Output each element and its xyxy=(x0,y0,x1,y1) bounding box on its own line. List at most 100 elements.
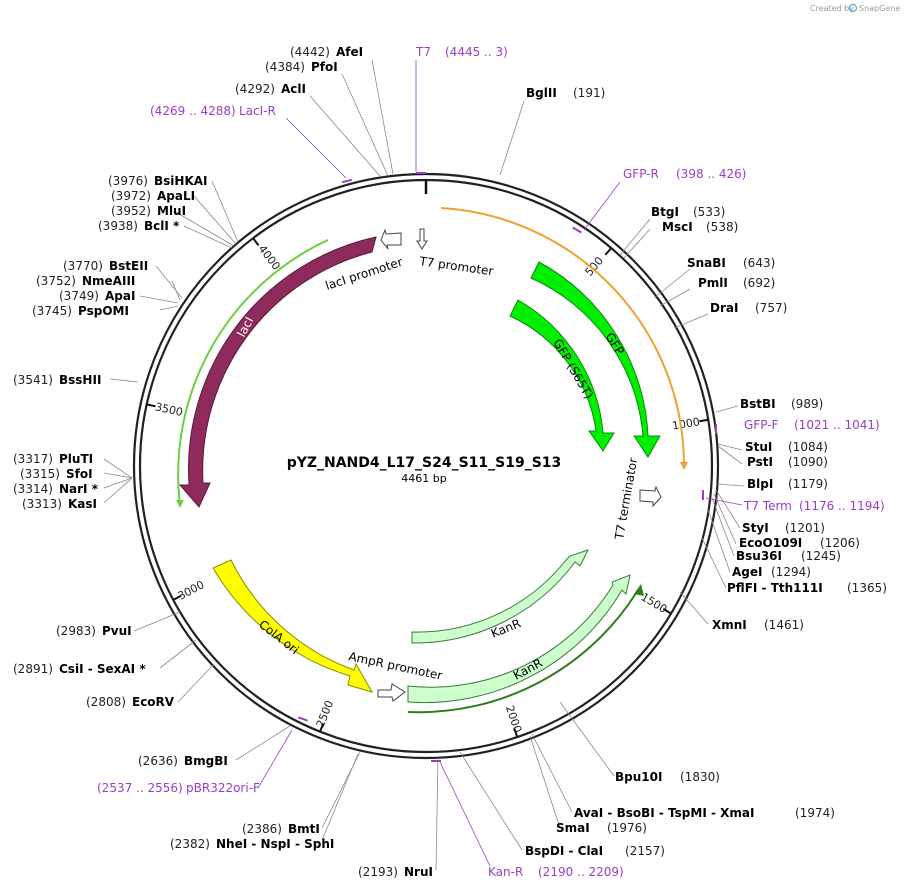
site-pos-bspdi-clai: (2157) xyxy=(625,844,665,858)
credit-prefix: Created by xyxy=(810,4,854,13)
site-name-stui: StuI xyxy=(745,440,772,454)
primer-range-kan-r: (2190 .. 2209) xyxy=(538,865,624,879)
site-pos-msci: (538) xyxy=(706,220,738,234)
site-name-acli: AclI xyxy=(281,82,306,96)
tick-mark xyxy=(252,237,260,246)
snapgene-credit: Created by SnapGene xyxy=(810,3,900,13)
site-name-psti: PstI xyxy=(747,455,773,469)
site-name-drai: DraI xyxy=(710,301,738,315)
site-pos-pluti: (3317) xyxy=(13,452,53,466)
tick-mark xyxy=(172,594,182,601)
primer-name-t7-term: T7 Term xyxy=(743,499,792,513)
site-name-ecoo109i: EcoO109I xyxy=(739,536,802,550)
tick-label: 3000 xyxy=(176,578,207,603)
site-pos-ecorv: (2808) xyxy=(86,695,126,709)
site-name-snabi: SnaBI xyxy=(687,256,726,270)
site-name-pfoi: PfoI xyxy=(311,60,338,74)
primer-range-t7: (4445 .. 3) xyxy=(445,45,508,59)
site-pos-agei: (1294) xyxy=(771,565,811,579)
site-pos-pflfi-tth111i: (1365) xyxy=(847,581,887,595)
credit-brand: SnapGene xyxy=(859,4,900,13)
site-pos-smai: (1976) xyxy=(607,821,647,835)
site-name-bmgbi: BmgBI xyxy=(184,754,228,768)
site-pos-apali: (3972) xyxy=(111,189,151,203)
site-pos-kasi: (3313) xyxy=(22,497,62,511)
site-pos-bpu10i: (1830) xyxy=(680,770,720,784)
site-pos-psti: (1090) xyxy=(788,455,828,469)
site-pos-bsshii: (3541) xyxy=(13,373,53,387)
site-pos-pmli: (692) xyxy=(743,276,775,290)
gfp-feature xyxy=(530,261,661,458)
primer-name-kan-r: Kan-R xyxy=(488,865,523,879)
site-name-pvui: PvuI xyxy=(102,624,132,638)
site-pos-drai: (757) xyxy=(755,301,787,315)
t7-promoter-feature xyxy=(416,228,428,250)
tick-label: 1000 xyxy=(671,415,701,432)
site-name-bspdi-clai: BspDI - ClaI xyxy=(525,844,603,858)
gfp-s65t-label: GFP (S65T) xyxy=(550,337,596,402)
site-name-bglii: BglII xyxy=(526,86,557,100)
site-pos-bglii: (191) xyxy=(573,86,605,100)
kanr-label-2: KanR xyxy=(511,656,545,683)
site-name-apai: ApaI xyxy=(105,289,135,303)
primer-leaders xyxy=(257,60,743,867)
gfp-orf-arc xyxy=(440,207,685,466)
site-pos-blpi: (1179) xyxy=(788,477,828,491)
kanr-feature-2 xyxy=(407,574,631,704)
site-pos-snabi: (643) xyxy=(743,256,775,270)
site-pos-stui: (1084) xyxy=(788,440,828,454)
site-pos-psppomi: (3745) xyxy=(32,304,72,318)
laci-orf-arrowhead xyxy=(176,500,184,508)
laci-orf-arc xyxy=(177,239,329,506)
tick-mark xyxy=(699,418,709,423)
tick-mark xyxy=(319,722,325,733)
site-pos-pfoi: (4384) xyxy=(265,60,305,74)
tick-mark xyxy=(662,608,672,615)
primer-name-gfp-f: GFP-F xyxy=(744,418,779,432)
tick-mark xyxy=(513,728,519,738)
site-name-msci: MscI xyxy=(662,220,693,234)
site-name-blpi: BlpI xyxy=(747,477,773,491)
t7-promoter-label: T7 promoter xyxy=(418,254,495,278)
site-pos-afei: (4442) xyxy=(290,45,330,59)
site-name-nari: NarI * xyxy=(59,482,99,496)
site-pos-styi: (1201) xyxy=(785,521,825,535)
site-pos-avai-group: (1974) xyxy=(795,806,835,820)
site-name-nmeaiii: NmeAIII xyxy=(82,274,135,288)
site-pos-bsteii: (3770) xyxy=(63,259,103,273)
site-name-nhei-group: NheI - NspI - SphI xyxy=(216,837,334,851)
site-pos-nari: (3314) xyxy=(13,482,53,496)
primer-name-laci-r: LacI-R xyxy=(239,104,276,118)
cola-ori-feature xyxy=(212,559,374,693)
site-name-bsu36i: Bsu36I xyxy=(736,549,782,563)
tick-label: 500 xyxy=(583,254,607,278)
snapgene-logo-icon xyxy=(848,3,858,13)
site-pos-bmti: (2386) xyxy=(242,822,282,836)
t7-terminator-label: T7 terminator xyxy=(612,457,640,542)
primer-name-gfp-r: GFP-R xyxy=(623,167,659,181)
site-name-smai: SmaI xyxy=(556,821,590,835)
site-name-bsteii: BstEII xyxy=(109,259,148,273)
site-name-ecorv: EcoRV xyxy=(132,695,175,709)
site-pos-ecoo109i: (1206) xyxy=(820,536,860,550)
site-name-btgi: BtgI xyxy=(651,205,679,219)
primer-name-t7: T7 xyxy=(415,45,431,59)
plasmid-name: pYZ_NAND4_L17_S24_S11_S19_S13 xyxy=(287,455,562,471)
site-pos-btgi: (533) xyxy=(693,205,725,219)
site-name-bmti: BmtI xyxy=(288,822,320,836)
site-name-kasi: KasI xyxy=(68,497,97,511)
primer-range-gfp-f: (1021 .. 1041) xyxy=(794,418,880,432)
site-name-bsshii: BssHII xyxy=(59,373,101,387)
site-pos-sfoi: (3315) xyxy=(20,467,60,481)
primer-name-pbr322ori-f: pBR322ori-F xyxy=(186,781,260,795)
site-pos-bstbi: (989) xyxy=(791,397,823,411)
tick-mark xyxy=(146,403,156,408)
tick-mark xyxy=(604,247,612,256)
site-pos-csii-sexai: (2891) xyxy=(13,662,53,676)
site-name-styi: StyI xyxy=(742,521,769,535)
site-name-pluti: PluTI xyxy=(59,452,93,466)
site-name-bcli: BclI * xyxy=(144,219,180,233)
site-name-sfoi: SfoI xyxy=(66,467,93,481)
plasmid-length: 4461 bp xyxy=(401,472,446,485)
